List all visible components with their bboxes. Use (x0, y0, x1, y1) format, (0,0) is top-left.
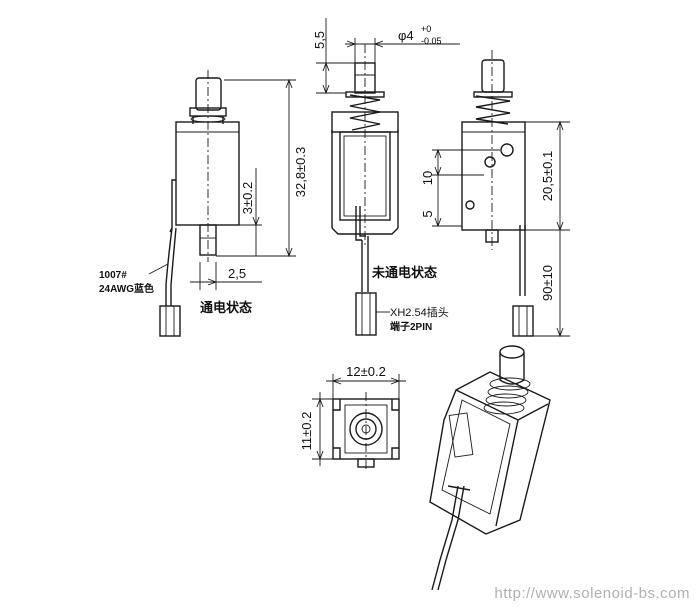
middle-view (316, 18, 460, 336)
wire-spec-line1: 1007# (99, 270, 127, 281)
end-view (312, 374, 406, 470)
label-deenergized-state: 未通电状态 (371, 265, 437, 280)
dim-pin-2-5: 2,5 (228, 266, 246, 281)
dim-lead-90: 90±10 (540, 265, 555, 301)
dim-plunger-tol-lower: -0.05 (421, 36, 442, 46)
dim-width-12: 12±0.2 (346, 364, 386, 379)
dim-body-20-5: 20,5±0.1 (540, 151, 555, 202)
right-view (432, 50, 570, 338)
dim-height-11: 11±0.2 (299, 412, 314, 451)
dim-total-length: 32,8±0.3 (293, 147, 308, 198)
dim-stroke-5-5: 5,5 (312, 31, 327, 49)
dim-stroke-3: 3±0.2 (240, 182, 255, 214)
dim-plunger-diameter: φ4 (398, 28, 414, 43)
label-energized-state: 通电状态 (200, 300, 252, 315)
dim-plunger-tol-upper: +0 (421, 24, 431, 34)
wire-spec-line2: 24AWG蓝色 (99, 282, 154, 295)
dim-hole-5: 5 (420, 210, 435, 217)
isometric-view (429, 345, 551, 591)
dim-hole-10: 10 (420, 171, 435, 185)
connector-line2: 端子2PIN (390, 320, 432, 333)
watermark: http://www.solenoid-bs.com (494, 585, 690, 602)
connector-line1: XH2.54插头 (390, 305, 449, 319)
left-view (148, 70, 296, 337)
